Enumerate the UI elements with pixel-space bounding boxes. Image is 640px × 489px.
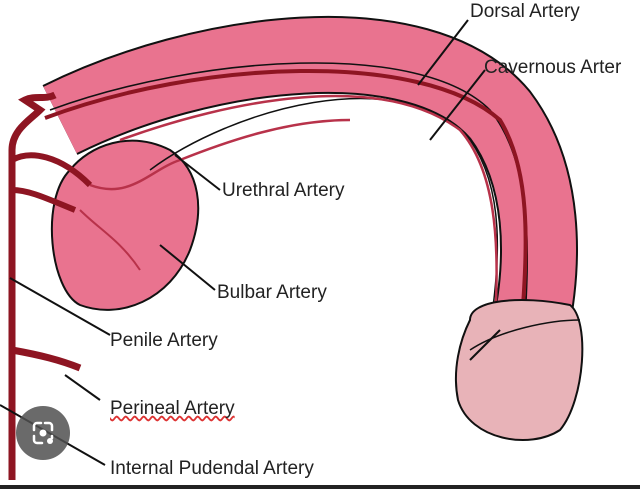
label-bulbar-artery: Bulbar Artery (217, 282, 327, 303)
label-dorsal-artery: Dorsal Artery (470, 1, 580, 22)
penile-artery-branch (10, 152, 93, 188)
glans (454, 299, 584, 441)
label-urethral-artery: Urethral Artery (222, 180, 345, 201)
visual-search-icon[interactable] (16, 406, 70, 460)
bulbar-artery (79, 209, 141, 271)
cavernous-artery (119, 94, 498, 321)
label-internal-pudendal-artery: Internal Pudendal Artery (110, 458, 314, 479)
label-perineal-artery: Perineal Artery (110, 398, 235, 420)
dorsal-artery (44, 68, 528, 321)
bulbar-branch (11, 187, 77, 213)
label-penile-artery: Penile Artery (110, 330, 218, 351)
perineal-word: Perineal Artery (110, 398, 235, 419)
perineal-artery-branch (11, 346, 82, 372)
bottom-bar (0, 485, 640, 489)
urethral-artery (89, 118, 351, 191)
internal-pudendal-artery (8, 91, 57, 480)
bulb (50, 139, 200, 311)
lens-glyph (32, 421, 54, 445)
label-cavernous-artery: Cavernous Arter (484, 57, 622, 78)
